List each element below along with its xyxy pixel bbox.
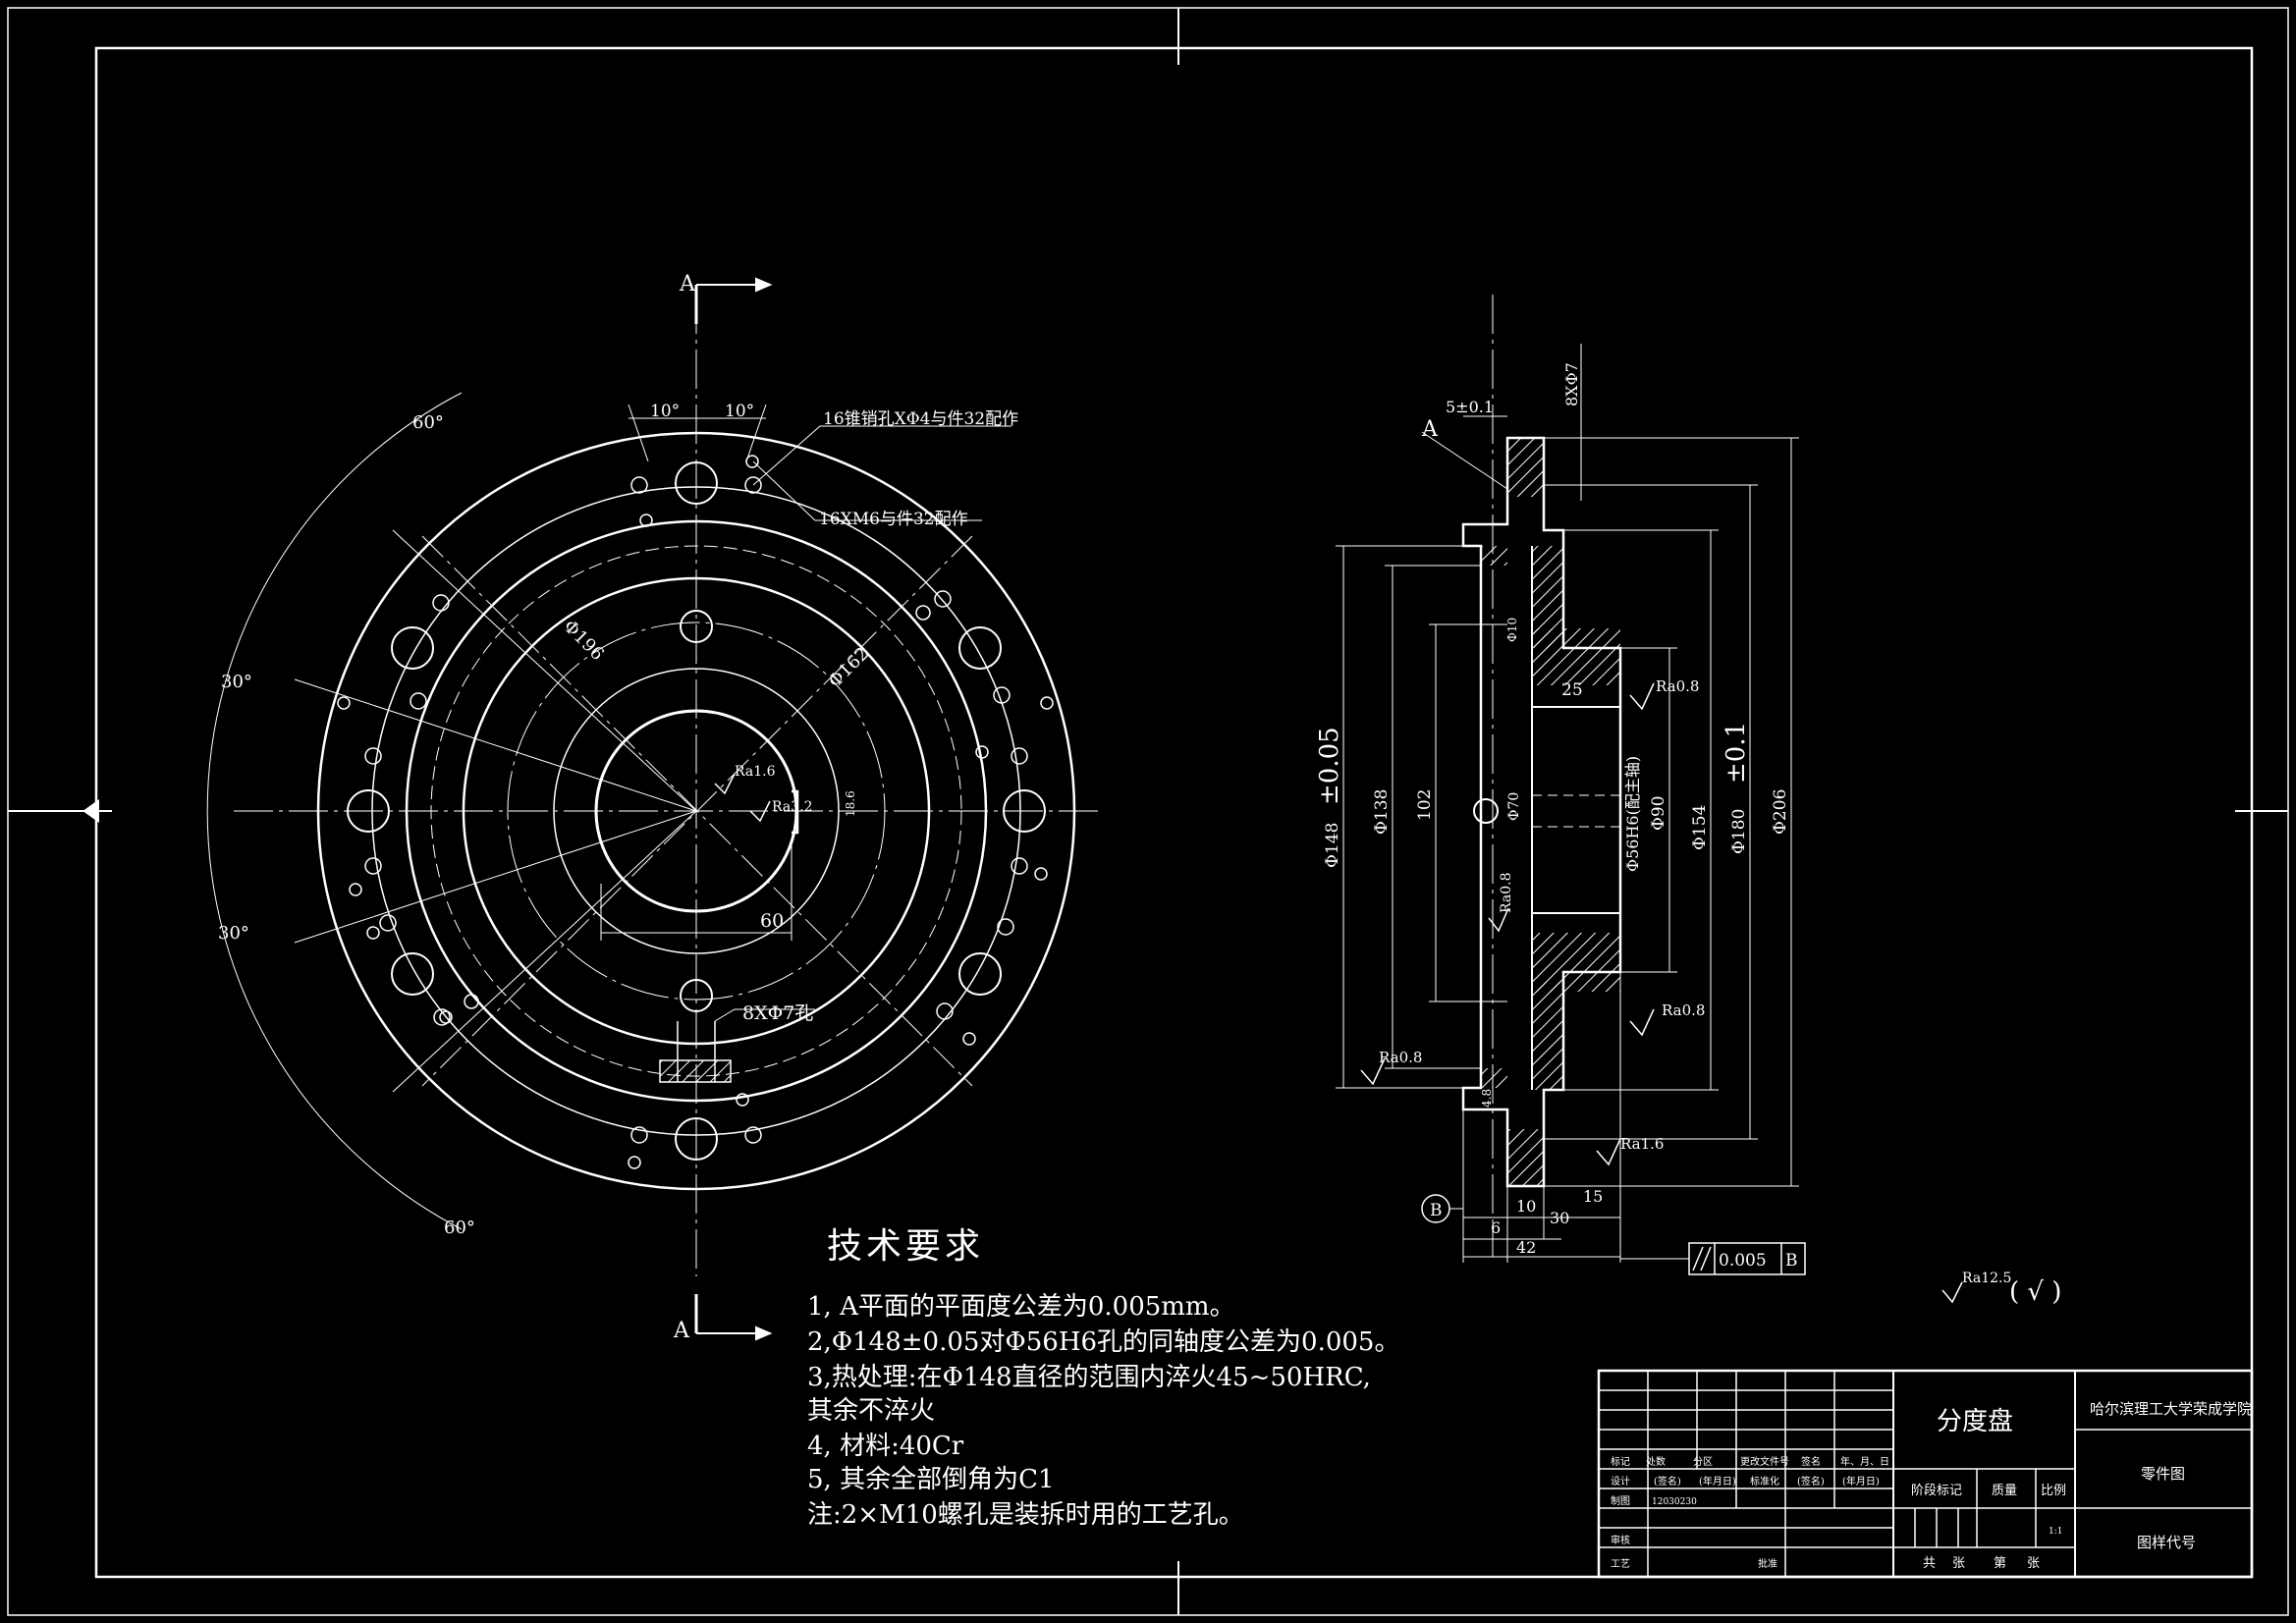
bore-56h6: Φ56H6(配主轴) (1623, 756, 1642, 872)
tb-review: 审核 (1611, 1534, 1630, 1546)
diameter-70: Φ70 (1506, 792, 1522, 821)
tb-row-label: 处数 (1646, 1455, 1666, 1468)
keyway-width: 60 (760, 910, 784, 932)
diameter-196: Φ196 (559, 616, 608, 665)
dim-6: 6 (1491, 1218, 1501, 1237)
roughness-label: Ra1.6 (1620, 1135, 1664, 1153)
requirement-line: 3,热处理:在Φ148直径的范围内淬火45~50HRC, (807, 1363, 1371, 1392)
section-view (1336, 295, 1806, 1275)
tb-approve: 批准 (1758, 1557, 1777, 1570)
section-marker-top: A (679, 272, 696, 297)
tb-row-label: 年、月、日 (1840, 1455, 1889, 1468)
requirement-line: 4, 材料:40Cr (807, 1432, 964, 1461)
roughness-label: Ra0.8 (1499, 873, 1514, 913)
roughness-label: Ra0.8 (1662, 1001, 1705, 1019)
surface-finish-value: Ra12.5 (1962, 1271, 2011, 1286)
diameter-180: Φ180 (1729, 809, 1749, 854)
tb-sheets: 第 (1994, 1556, 2006, 1571)
drawing-type: 零件图 (2141, 1465, 2185, 1483)
tb-stage: 阶段标记 (1911, 1484, 1962, 1498)
angle-label: 60° (412, 412, 444, 433)
diameter-138: Φ138 (1372, 789, 1392, 835)
tb-drafter-value: 12030230 (1652, 1497, 1697, 1507)
tolerance-value: 0.005 (1719, 1251, 1767, 1271)
keyway-depth: 18.6 (844, 790, 857, 817)
dim-42: 42 (1516, 1238, 1536, 1257)
front-view (206, 277, 1100, 1341)
callout-holes: 8XΦ7孔 (742, 1002, 813, 1024)
dim-15: 15 (1583, 1187, 1603, 1206)
dim-102: 102 (1415, 789, 1435, 821)
roughness-label: Ra0.8 (1379, 1049, 1422, 1066)
angle-label: 60° (444, 1217, 475, 1238)
tb-row-label: 分区 (1693, 1456, 1713, 1468)
diameter-206: Φ206 (1771, 789, 1790, 835)
callout-thread: 16XM6与件32配作 (819, 510, 968, 529)
title-block (1597, 1369, 2254, 1579)
requirement-line: 注:2×M10螺孔是装拆时用的工艺孔。 (807, 1500, 1244, 1530)
pitch-label: 10° (650, 402, 680, 421)
tb-row-label: 更改文件号 (1740, 1455, 1789, 1468)
tb-drafter: 制图 (1611, 1494, 1630, 1507)
tb-mass: 质量 (1992, 1484, 2017, 1498)
tb-process: 工艺 (1611, 1558, 1630, 1570)
tb-design: 设计 (1611, 1475, 1630, 1488)
section-marker-side: A (1421, 417, 1439, 442)
roughness-label: Ra0.8 (1656, 677, 1699, 695)
dim-label: 5±0.1 (1446, 398, 1494, 416)
diameter-90: Φ90 (1649, 795, 1668, 831)
drawing-code-label: 图样代号 (2137, 1534, 2196, 1551)
requirement-line: 其余不淬火 (807, 1396, 936, 1426)
pitch-label: 10° (725, 402, 754, 421)
dim-30: 30 (1550, 1209, 1569, 1227)
requirement-line: 2,Φ148±0.05对Φ56H6孔的同轴度公差为0.005。 (807, 1327, 1400, 1357)
tb-sheets: 共 (1923, 1556, 1936, 1571)
requirement-line: 5, 其余全部倒角为C1 (807, 1465, 1055, 1494)
requirements-title: 技术要求 (827, 1226, 985, 1267)
surface-finish-symbol: ( √ ) (2009, 1277, 2061, 1307)
dim-4-8: 4.8 (1480, 1089, 1494, 1108)
dim-10: 10 (1516, 1197, 1536, 1216)
datum-marker: B (1430, 1201, 1443, 1220)
diameter-148: Φ148 (1323, 823, 1342, 868)
diameter-162: Φ162 (825, 643, 874, 692)
tb-scale: 1:1 (2049, 1527, 2062, 1537)
callout-taper-pin: 16锥销孔XΦ4与件32配作 (823, 409, 1018, 429)
part-name: 分度盘 (1937, 1407, 2013, 1436)
tb-sheets: 张 (1952, 1556, 1965, 1571)
roughness-label: Ra1.6 (735, 764, 776, 780)
roughness-label: Ra3.2 (772, 799, 812, 815)
tb-row-label: 签名 (1801, 1455, 1821, 1468)
diameter-154: Φ154 (1690, 805, 1710, 850)
diameter-10: Φ10 (1505, 618, 1519, 642)
tolerance-datum: B (1785, 1251, 1798, 1271)
section-marker-bottom: A (673, 1319, 690, 1343)
angle-label: 30° (221, 672, 252, 692)
dim-25: 25 (1561, 680, 1583, 700)
tolerance-180: ±0.1 (1722, 722, 1751, 784)
tb-row-label: 标记 (1611, 1456, 1630, 1468)
tb-scale-label: 比例 (2041, 1484, 2066, 1498)
tb-design: (年月日) (1699, 1475, 1736, 1488)
tb-design: (年月日) (1842, 1475, 1880, 1488)
tolerance-148: ±0.05 (1315, 727, 1344, 805)
requirement-line: 1, A平面的平面度公差为0.005mm。 (807, 1292, 1235, 1322)
tb-design: 标准化 (1750, 1475, 1779, 1488)
dim-label: 8XΦ7 (1562, 362, 1581, 406)
school-name: 哈尔滨理工大学荣成学院 (2090, 1400, 2252, 1418)
tb-sheets: 张 (2027, 1556, 2040, 1571)
tb-design: (签名) (1797, 1475, 1825, 1488)
tb-design: (签名) (1654, 1475, 1681, 1488)
angle-label: 30° (218, 923, 249, 944)
